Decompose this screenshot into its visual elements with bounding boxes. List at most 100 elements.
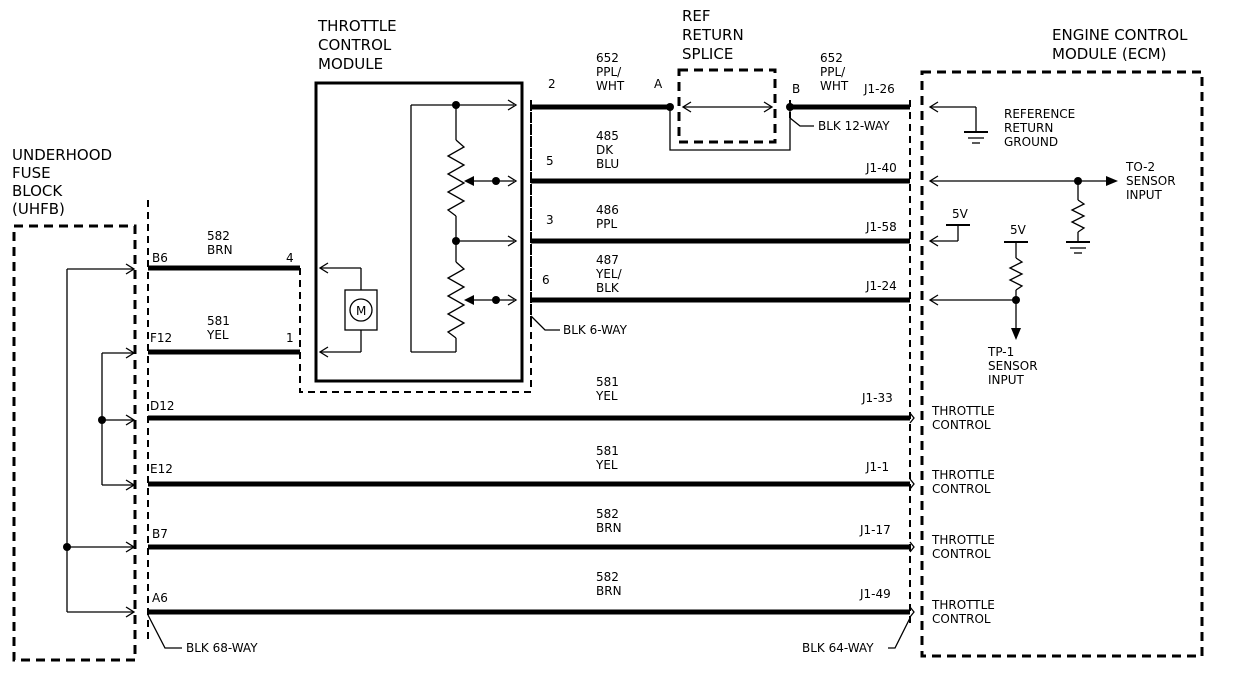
splice-connector-leader xyxy=(789,117,814,127)
uhfb-pin-f12: F12 xyxy=(150,331,172,345)
ecm-pin-j1-49: J1-49 xyxy=(859,587,891,601)
wire-487-color2: BLK xyxy=(596,281,620,295)
ecm-pin-j1-58: J1-58 xyxy=(865,220,897,234)
ecm-pin-j1-26: J1-26 xyxy=(863,82,895,96)
uhfb-label-1: UNDERHOOD xyxy=(12,146,112,164)
wire-652-a-color1: PPL/ xyxy=(596,65,622,79)
wire-e12-number: 581 xyxy=(596,444,619,458)
wire-652-ecm-side: B 652 PPL/ WHT J1-26 xyxy=(786,51,910,118)
splice-pin-b: B xyxy=(792,82,800,96)
tcm-pin-2: 2 xyxy=(548,77,556,91)
5v-label-a: 5V xyxy=(952,207,969,221)
wire-581-yel-short: F12 581 YEL 1 xyxy=(148,314,300,355)
wire-581-color: YEL xyxy=(206,328,229,342)
uhfb-label-4: (UHFB) xyxy=(12,200,65,218)
dest-2-line-2: CONTROL xyxy=(932,482,991,496)
splice-connector-label: BLK 12-WAY xyxy=(818,119,890,133)
uhfb-block: UNDERHOOD FUSE BLOCK (UHFB) xyxy=(12,146,137,662)
wire-582-brn-b7: B7 582 BRN J1-17 xyxy=(148,507,910,550)
wire-e12-color: YEL xyxy=(595,458,618,472)
ref-ground-line-3: GROUND xyxy=(1004,135,1058,149)
ecm-label-2: MODULE (ECM) xyxy=(1052,45,1166,63)
ecm-pin-j1-17: J1-17 xyxy=(859,523,891,537)
splice-label-1: REF xyxy=(682,7,711,25)
wire-581-yel-e12: E12 581 YEL J1-1 xyxy=(148,444,910,487)
uhfb-boundary xyxy=(12,224,137,662)
tp1-line-3: INPUT xyxy=(988,373,1025,387)
wire-652-b-color2: WHT xyxy=(820,79,849,93)
throttle-control-module: THROTTLE CONTROL MODULE M xyxy=(299,17,532,393)
to2-line-1: TO-2 xyxy=(1125,160,1155,174)
uhfb-pin-e12: E12 xyxy=(150,462,173,476)
motor-icon: M xyxy=(318,262,378,358)
tcm-label-2: CONTROL xyxy=(318,36,392,54)
tcm-connector-outline xyxy=(299,100,532,393)
dest-1-line-2: CONTROL xyxy=(932,418,991,432)
tp1-sensor-input: 5V TP-1 SENSOR INPUT xyxy=(928,223,1038,387)
tcm-connector-label: BLK 6-WAY xyxy=(563,323,628,337)
tps-sensor-resistors xyxy=(410,99,518,353)
wire-487-number: 487 xyxy=(596,253,619,267)
wire-582-brn-short: B6 582 BRN 4 xyxy=(148,229,300,271)
splice-connector-outline xyxy=(669,108,791,151)
ecm-pin-j1-33: J1-33 xyxy=(861,391,893,405)
throttle-control-dest: THROTTLE CONTROL THROTTLE CONTROL THROTT… xyxy=(931,404,995,626)
tcm-pin-5: 5 xyxy=(546,154,554,168)
tcm-label-3: MODULE xyxy=(318,55,383,73)
dest-3-line-1: THROTTLE xyxy=(931,533,995,547)
wire-487-yel-blk: 6 487 YEL/ BLK J1-24 xyxy=(531,253,910,303)
ecm-boundary xyxy=(920,70,1204,658)
wire-486-number: 486 xyxy=(596,203,619,217)
tp1-line-1: TP-1 xyxy=(987,345,1014,359)
tcm-boundary xyxy=(314,81,524,383)
reference-return-ground: REFERENCE RETURN GROUND xyxy=(928,101,1075,149)
ref-ground-line-2: RETURN xyxy=(1004,121,1053,135)
wire-652-a-color2: WHT xyxy=(596,79,625,93)
to2-sensor-input: TO-2 SENSOR INPUT xyxy=(928,160,1176,254)
5v-reference-supply: 5V xyxy=(928,207,970,247)
wire-b7-color: BRN xyxy=(596,521,622,535)
wire-582-brn-a6: A6 582 BRN J1-49 xyxy=(148,570,910,615)
ecm-connector-label: BLK 64-WAY xyxy=(802,641,874,655)
wire-485-color2: BLU xyxy=(596,157,619,171)
wire-485-color1: DK xyxy=(596,143,614,157)
ecm-pin-j1-24: J1-24 xyxy=(865,279,897,293)
ecm-block: ENGINE CONTROL MODULE (ECM) REFERENCE RE… xyxy=(909,26,1204,658)
splice-label-3: SPLICE xyxy=(682,45,733,63)
dest-4-line-1: THROTTLE xyxy=(931,598,995,612)
dest-4-line-2: CONTROL xyxy=(932,612,991,626)
wire-652-b-color1: PPL/ xyxy=(820,65,846,79)
wire-652-b-number: 652 xyxy=(820,51,843,65)
wire-485-dk-blu: 5 485 DK BLU J1-40 xyxy=(531,129,910,184)
ecm-connector-leader xyxy=(888,617,911,649)
splice-boundary xyxy=(677,68,777,144)
wire-a6-number: 582 xyxy=(596,570,619,584)
uhfb-label-3: BLOCK xyxy=(12,182,63,200)
wire-b7-number: 582 xyxy=(596,507,619,521)
wire-486-color: PPL xyxy=(596,217,617,231)
to2-line-2: SENSOR xyxy=(1126,174,1176,188)
to2-line-3: INPUT xyxy=(1126,188,1163,202)
wire-652-tcm-side: 2 652 PPL/ WHT A xyxy=(531,51,674,111)
wire-a6-color: BRN xyxy=(596,584,622,598)
ref-return-splice: REF RETURN SPLICE xyxy=(669,7,791,151)
ecm-label-1: ENGINE CONTROL xyxy=(1052,26,1188,44)
uhfb-pin-b7: B7 xyxy=(152,527,168,541)
ecm-pin-j1-1: J1-1 xyxy=(865,460,889,474)
uhfb-pin-b6: B6 xyxy=(152,251,168,265)
uhfb-label-2: FUSE xyxy=(12,164,51,182)
uhfb-connector-label: BLK 68-WAY xyxy=(186,641,258,655)
tcm-label-1: THROTTLE xyxy=(317,17,397,35)
dest-3-line-2: CONTROL xyxy=(932,547,991,561)
wire-582-number: 582 xyxy=(207,229,230,243)
wire-486-ppl: 3 486 PPL J1-58 xyxy=(531,203,910,244)
tcm-pin-4: 4 xyxy=(286,251,294,265)
dest-1-line-1: THROTTLE xyxy=(931,404,995,418)
wire-487-color1: YEL/ xyxy=(595,267,623,281)
dest-2-line-1: THROTTLE xyxy=(931,468,995,482)
wire-d12-color: YEL xyxy=(595,389,618,403)
wire-581-yel-d12: D12 581 YEL J1-33 xyxy=(148,375,910,421)
tcm-pin-1: 1 xyxy=(286,331,294,345)
ecm-pin-arrows xyxy=(909,412,915,618)
wire-581-number: 581 xyxy=(207,314,230,328)
